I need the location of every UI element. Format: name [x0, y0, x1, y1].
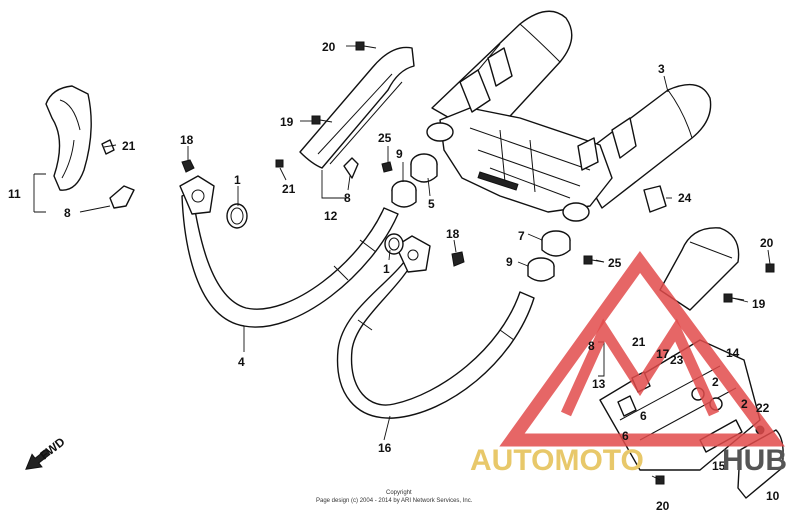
- callout-2: 2: [712, 375, 719, 389]
- callout-4: 4: [238, 355, 245, 369]
- fwd-label: FWD: [37, 434, 67, 462]
- callout-15: 15: [712, 459, 726, 473]
- callout-5: 5: [428, 197, 435, 211]
- callout-9: 9: [506, 255, 513, 269]
- callout-8: 8: [588, 339, 595, 353]
- heat-shield-center: [299, 46, 415, 179]
- callout-12: 12: [324, 209, 338, 223]
- callout-23: 23: [670, 353, 684, 367]
- callout-6: 6: [640, 409, 647, 423]
- callout-18: 18: [180, 133, 194, 147]
- callout-14: 14: [726, 346, 740, 360]
- copyright-line-2: Page design (c) 2004 - 2014 by ARI Netwo…: [316, 498, 473, 504]
- callout-10: 10: [766, 489, 780, 503]
- callout-21: 21: [632, 335, 646, 349]
- callout-2: 2: [741, 397, 748, 411]
- callout-19: 19: [280, 115, 294, 129]
- callout-8: 8: [64, 206, 71, 220]
- callout-17: 17: [656, 347, 670, 361]
- callout-labels: 1 1 2 2 3 4 5 6 6 7 8 8 8 9 9 10 11 12 1…: [8, 40, 780, 513]
- callout-7: 7: [518, 229, 525, 243]
- callout-13: 13: [592, 377, 606, 391]
- callout-21: 21: [122, 139, 136, 153]
- callout-25: 25: [608, 256, 622, 270]
- callout-24: 24: [678, 191, 692, 205]
- fwd-arrow: [25, 448, 51, 470]
- callout-22: 22: [756, 401, 770, 415]
- callout-11: 11: [8, 187, 21, 201]
- callout-16: 16: [378, 441, 392, 455]
- callout-8: 8: [344, 191, 351, 205]
- watermark-text-hub: HUB: [722, 444, 787, 477]
- callout-21: 21: [282, 182, 296, 196]
- callout-9: 9: [396, 147, 403, 161]
- heat-shield-left: [45, 85, 135, 209]
- callout-1: 1: [234, 173, 241, 187]
- callout-20: 20: [760, 236, 774, 250]
- callout-20: 20: [656, 499, 670, 513]
- callout-19: 19: [752, 297, 766, 311]
- callout-25: 25: [378, 131, 392, 145]
- callout-18: 18: [446, 227, 460, 241]
- watermark-text-automoto: AUTOMOTO: [470, 444, 644, 477]
- callout-1: 1: [383, 262, 390, 276]
- watermark-logo: [499, 250, 785, 447]
- exhaust-pipe-upper: [179, 175, 399, 328]
- copyright-line-1: Copyright: [386, 490, 412, 496]
- callout-20: 20: [322, 40, 336, 54]
- callout-3: 3: [658, 62, 665, 76]
- muffler-assembly: [426, 10, 712, 222]
- callout-6: 6: [622, 429, 629, 443]
- exhaust-pipe-lower: [336, 233, 535, 419]
- leader-lines: [33, 45, 771, 481]
